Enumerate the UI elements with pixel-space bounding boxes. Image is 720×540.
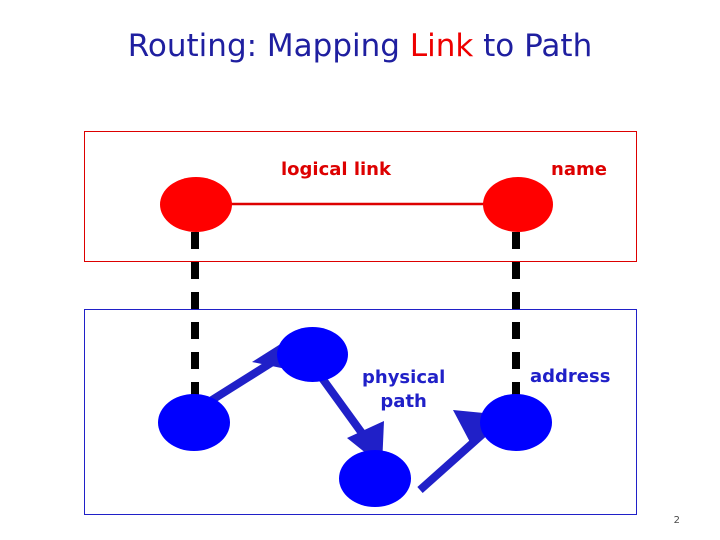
node-blue-left: [158, 394, 230, 451]
node-blue-upper-middle: [277, 327, 348, 382]
node-blue-bottom: [339, 450, 411, 507]
logical-layer-box: [84, 131, 637, 262]
page-title: Routing: Mapping Link to Path: [0, 28, 720, 64]
title-part-1: Routing: Mapping: [127, 28, 410, 64]
label-physical-path-line2: path: [380, 391, 427, 413]
label-name: name: [551, 159, 607, 180]
label-address: address: [530, 366, 611, 387]
physical-layer-box: [84, 309, 637, 515]
label-logical-link: logical link: [281, 159, 391, 180]
node-red-left: [160, 177, 232, 232]
node-red-right: [483, 177, 553, 232]
label-physical-path: physical path: [362, 366, 445, 415]
title-part-link: Link: [409, 28, 474, 64]
title-part-3: to Path: [473, 28, 593, 64]
node-blue-right: [480, 394, 552, 451]
label-physical-path-line1: physical: [362, 367, 446, 388]
page-number: 2: [673, 515, 680, 526]
